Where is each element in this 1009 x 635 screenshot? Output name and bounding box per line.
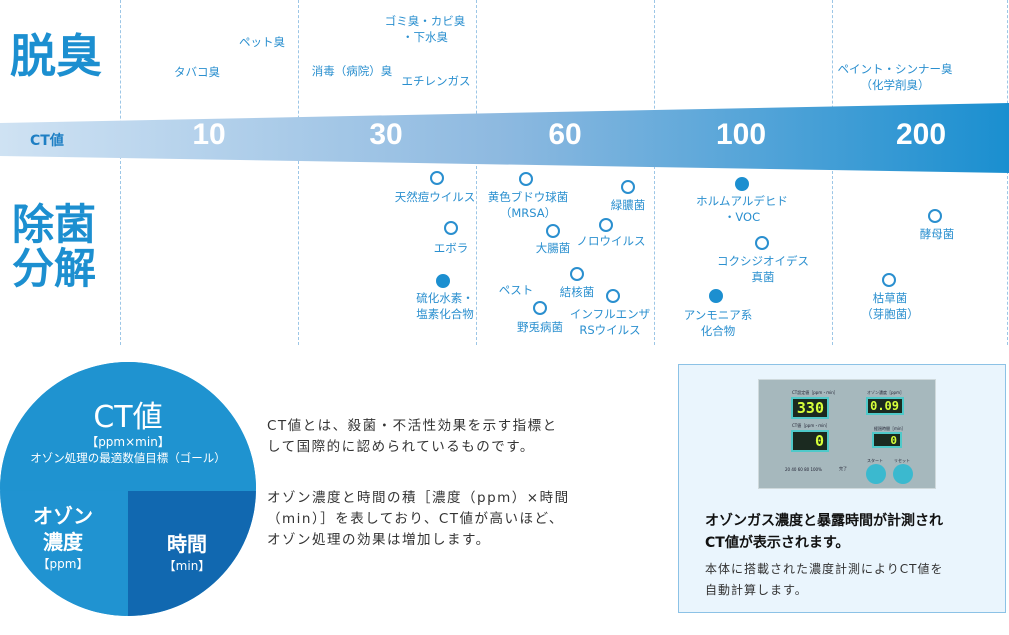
filled-circle-marker-icon <box>735 177 749 191</box>
ct-formula-circle: CT値 【ppm×min】 オゾン処理の最適数値目標（ゴール） オゾン 濃度 【… <box>0 362 256 616</box>
open-circle-marker-icon <box>606 289 620 303</box>
device-info-panel: CT設定値［ppm・min］ 330 オゾン濃度［ppm］ 0.09 CT値［p… <box>678 364 1006 613</box>
open-circle-marker-icon <box>444 221 458 235</box>
ct-definition-text: CT値とは、殺菌・不活性効果を示す指標として国際的に認められているものです。 <box>267 418 558 455</box>
target-label: ノロウイルス <box>576 234 646 248</box>
start-button <box>866 464 886 484</box>
ozone-concentration-section: オゾン 濃度 【ppm】 <box>0 491 126 616</box>
ozone-display: 0.09 <box>866 397 904 415</box>
open-circle-marker-icon <box>755 236 769 250</box>
grid-line <box>654 0 655 345</box>
target-label: 酵母菌 <box>919 227 955 241</box>
done-label: 完了 <box>839 466 847 471</box>
start-label: スタート <box>867 458 883 463</box>
target-label: 結核菌 <box>559 285 595 299</box>
grid-line <box>832 0 833 345</box>
filled-circle-marker-icon <box>436 274 450 288</box>
ct-tick: 10 <box>192 118 226 151</box>
grid-line <box>298 0 299 345</box>
ct-axis-label: CT値 <box>30 133 64 149</box>
open-circle-marker-icon <box>430 171 444 185</box>
open-circle-marker-icon <box>546 224 560 238</box>
min-unit: 【min】 <box>163 559 211 573</box>
ct-tick: 30 <box>369 118 403 151</box>
odor-label: 消毒（病院）臭 <box>311 64 393 78</box>
ct-tick: 60 <box>548 118 582 151</box>
panel-note: 本体に搭載された濃度計測によりCT値を自動計算します。 <box>705 562 944 597</box>
grid-line <box>120 0 121 345</box>
ct-tick: 100 <box>715 118 767 151</box>
open-circle-marker-icon <box>570 267 584 281</box>
target-label: 緑膿菌 <box>610 198 646 212</box>
target-label: 黄色ブドウ球菌（MRSA） <box>487 190 569 220</box>
ct-display: 0 <box>791 430 829 452</box>
odor-label: ゴミ臭・カビ臭・下水臭 <box>384 14 466 44</box>
target-label: コクシジオイデス真菌 <box>717 254 809 284</box>
time-section: 時間 【min】 <box>128 491 256 616</box>
ozone-line: オゾン <box>33 504 93 528</box>
ct-value-section: CT値 【ppm×min】 オゾン処理の最適数値目標（ゴール） <box>0 362 256 489</box>
device-control-panel-image: CT設定値［ppm・min］ 330 オゾン濃度［ppm］ 0.09 CT値［p… <box>758 379 936 489</box>
ct-set-display: 330 <box>791 397 829 419</box>
target-label: 硫化水素・塩素化合物 <box>416 291 474 321</box>
ozone-label: オゾン濃度［ppm］ <box>867 390 904 395</box>
odor-label: ペイント・シンナー臭（化学剤臭） <box>837 62 953 92</box>
deodorize-heading: 脱臭 <box>10 29 102 83</box>
ct-subtitle: オゾン処理の最適数値目標（ゴール） <box>30 451 226 465</box>
sterilize-heading: 除菌 分解 <box>12 200 97 294</box>
target-label: ペスト <box>498 283 534 297</box>
odor-label: ペット臭 <box>239 35 285 49</box>
ct-set-label: CT設定値［ppm・min］ <box>792 390 838 395</box>
target-label: アンモニア系化合物 <box>683 308 753 338</box>
concentration-line: 濃度 <box>43 530 83 554</box>
odor-label: タバコ臭 <box>174 65 220 79</box>
target-label: エボラ <box>433 241 469 255</box>
target-label: 枯草菌（芽胞菌） <box>861 291 919 321</box>
open-circle-marker-icon <box>928 209 942 223</box>
elapsed-display: 0 <box>872 432 902 448</box>
filled-circle-marker-icon <box>709 289 723 303</box>
elapsed-label: 経過時間［min］ <box>874 426 906 431</box>
open-circle-marker-icon <box>599 218 613 232</box>
sterilize-heading-line: 除菌 <box>12 200 97 249</box>
time-title: 時間 <box>167 532 207 556</box>
ppm-unit: 【ppm】 <box>37 557 89 571</box>
target-label: 天然痘ウイルス <box>394 190 476 204</box>
progress-scale: 20 40 60 80 100% <box>785 467 822 472</box>
ct-label: CT値［ppm・min］ <box>792 423 830 428</box>
ct-explanation-text: オゾン濃度と時間の積［濃度（ppm）×時間（min）］を表しており、CT値が高い… <box>267 490 570 548</box>
reset-label: リセット <box>894 458 910 463</box>
target-label: 野兎病菌 <box>517 320 563 334</box>
reset-button <box>893 464 913 484</box>
open-circle-marker-icon <box>533 301 547 315</box>
grid-line <box>476 0 477 345</box>
target-label: 大腸菌 <box>535 241 571 255</box>
open-circle-marker-icon <box>882 273 896 287</box>
odor-label: エチレンガス <box>401 74 471 88</box>
ct-tick: 200 <box>895 118 947 151</box>
ct-unit: 【ppm×min】 <box>86 435 170 449</box>
sterilize-heading-line: 分解 <box>12 244 97 294</box>
ct-title: CT値 <box>93 400 163 435</box>
open-circle-marker-icon <box>621 180 635 194</box>
target-label: ホルムアルデヒド・VOC <box>696 194 788 224</box>
ct-value-band <box>0 103 1009 173</box>
open-circle-marker-icon <box>519 172 533 186</box>
